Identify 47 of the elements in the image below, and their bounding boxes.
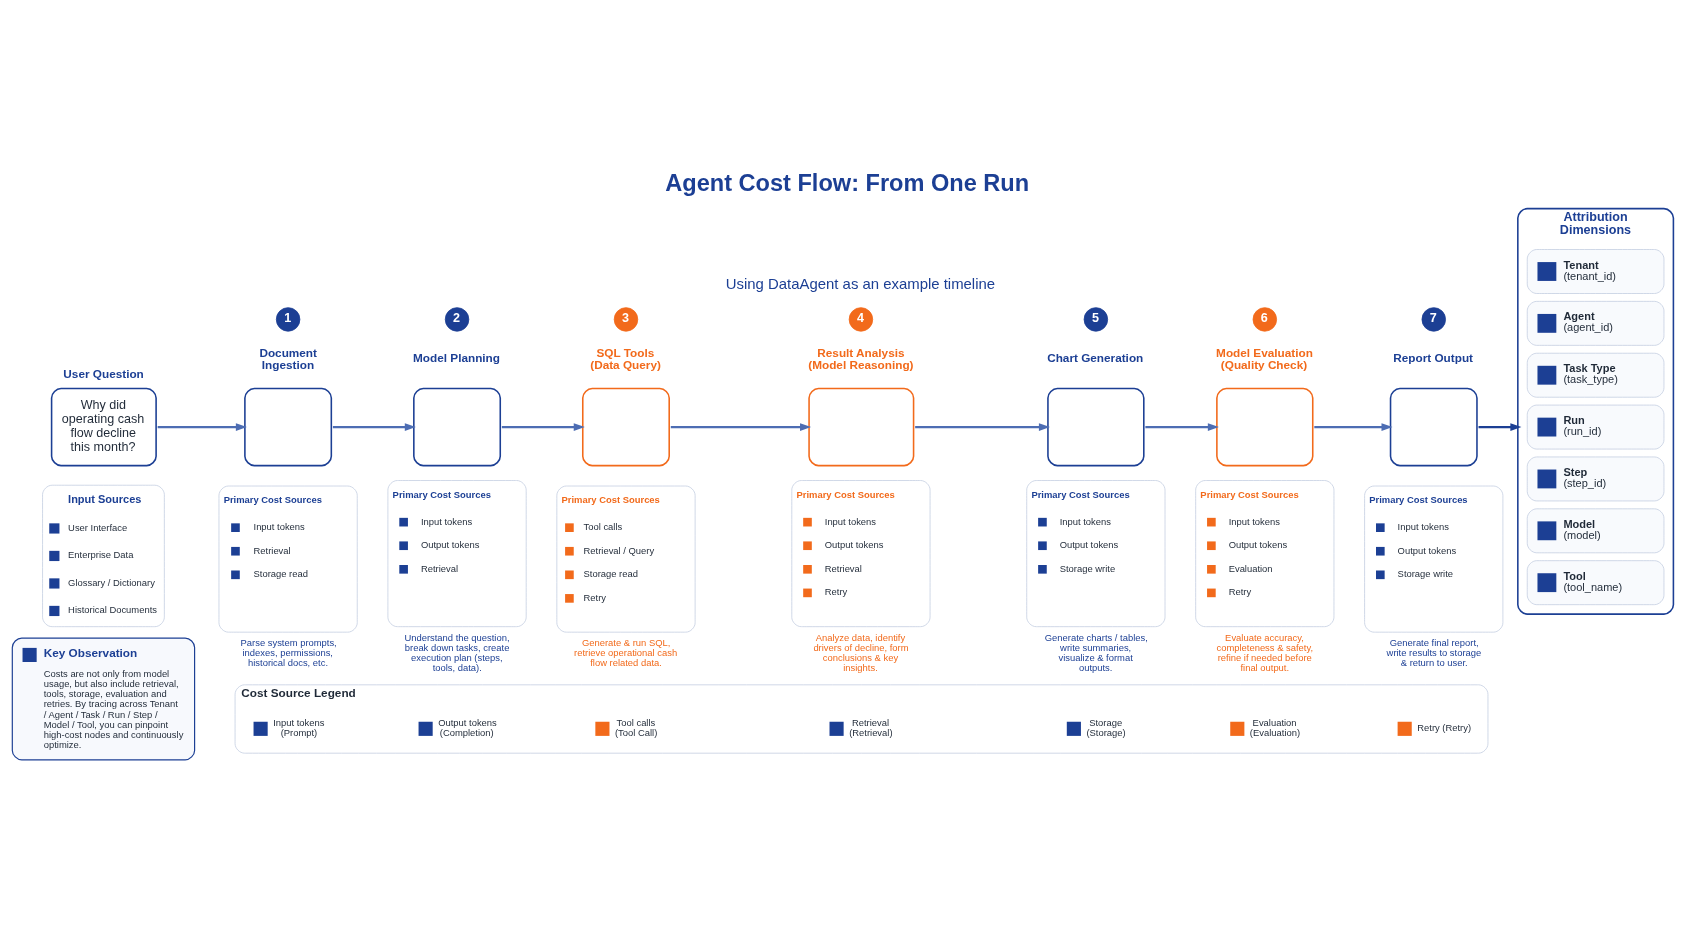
node-box: Key Observation Costs are not only from model usage, but also include retrieval, tools, storage, evaluation and retries. By tracing across Tenant / Agent / Task / Run / Step / Model / Tool, you can pinpoint high-cost nodes and continuously optimize. [11,636,196,760]
node-box: Tool (tool_name) [1526,559,1665,605]
node-label: Analyze data, identify drivers of decline, form conclusions & key insights. [813,631,909,673]
node-label: Understand the question, break down tasks, create execution plan (steps, tools, data). [404,631,510,673]
arrow [1314,422,1393,431]
arrow [501,422,585,431]
node-circle: 1 [275,306,301,332]
node-circle: 7 [1421,306,1446,332]
legend-label: Output tokens (Completion) [438,716,497,738]
node-box: Task Type (task_type) [1526,352,1665,398]
node-label: Chart Generation [1047,350,1144,364]
legend-label: Storage (Storage) [1086,716,1126,738]
node-label: Parse system prompts, indexes, permissions, historical docs, etc. [240,636,337,668]
legend-label: Retrieval (Retrieval) [849,716,893,738]
arrow [332,422,416,431]
node-box: Agent (agent_id) [1526,300,1665,346]
node-circle: 6 [1252,306,1277,332]
legend-label: Retry (Retry) [1417,721,1472,733]
arrow [670,422,812,431]
node-label: SQL Tools (Data Query) [590,345,661,371]
arrow [1145,422,1219,431]
arrow [157,422,247,431]
node-label: Model Evaluation (Quality Check) [1216,345,1313,371]
node-circle: 4 [848,306,874,332]
legend-label: Evaluation (Evaluation) [1249,716,1301,738]
node-circle: 3 [613,306,639,332]
node-label: Document Ingestion [259,345,317,371]
arrow [915,422,1050,431]
node-label: Generate charts / tables, write summaries, visualize & format outputs. [1044,631,1148,673]
node-label: Evaluate accuracy, completeness & safety, refine if needed before final output. [1216,631,1314,673]
node-label: Generate final report, write results to storage & return to user. [1386,636,1482,668]
label: Using DataAgent as an example timeline [725,274,996,292]
diagram-title: Agent Cost Flow: From One Run [665,169,1030,196]
legend-label: Input tokens (Prompt) [273,716,325,738]
arrow [1478,422,1522,431]
node-label: Report Output [1393,350,1474,364]
node-circle: 2 [444,306,470,332]
node-box: Model (model) [1526,507,1665,553]
node-box: Tenant (tenant_id) [1526,248,1665,294]
node-label: Result Analysis (Model Reasoning) [808,345,914,371]
legend-label: Tool calls (Tool Call) [614,716,658,738]
node-circle: 5 [1083,306,1109,332]
node-box: Run (run_id) [1526,404,1665,449]
node-label: Model Planning [413,350,500,364]
node-box: Step (step_id) [1526,456,1665,501]
node-label: User Question [63,366,144,380]
node-label: Generate & run SQL, retrieve operational cash flow related data. [574,636,678,668]
